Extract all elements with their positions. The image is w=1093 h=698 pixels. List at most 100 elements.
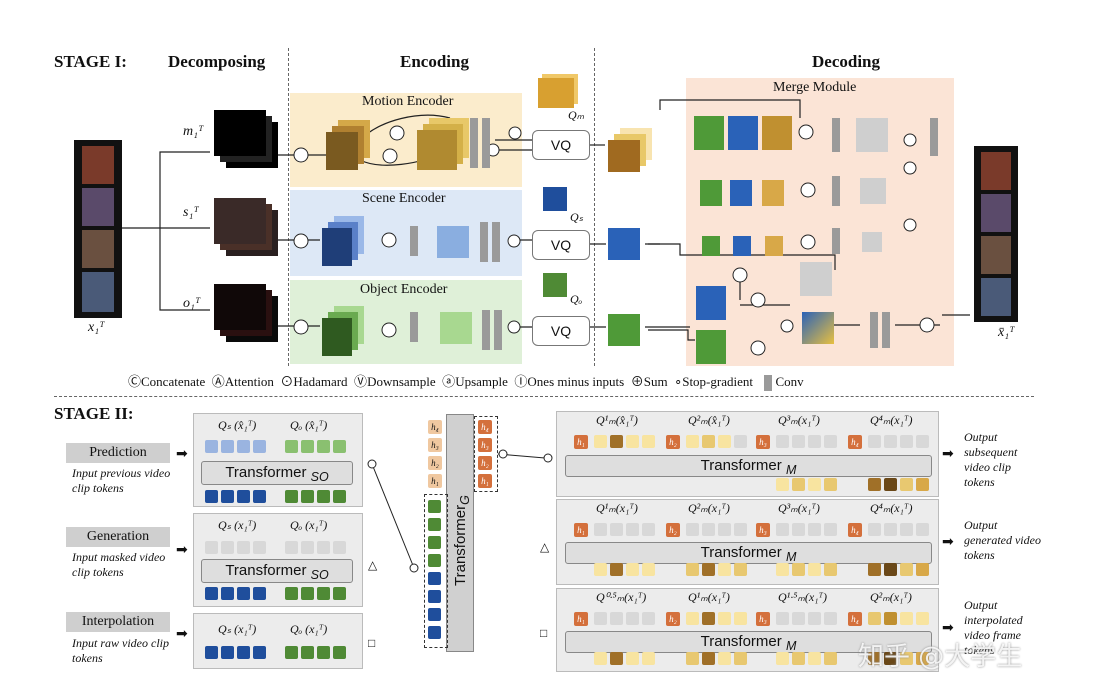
legend-conv: Conv — [775, 374, 804, 389]
transformer-m-1: Transformer M — [565, 455, 932, 477]
stage1-title: STAGE I: — [54, 52, 127, 71]
square-marker-icon: □ — [368, 636, 376, 650]
motion-token — [900, 612, 913, 625]
output-motion-token — [900, 478, 913, 491]
decomposing-title: Decomposing — [168, 52, 266, 71]
transformer-m-label: Transformer — [700, 544, 782, 561]
scene-token — [221, 541, 234, 554]
sum-icon: ⊕ — [627, 374, 644, 389]
h-token: h₄ — [848, 523, 862, 537]
prediction-desc: Input previous video clip tokens — [72, 466, 171, 495]
output-motion-token — [884, 652, 897, 665]
object-tokens — [608, 314, 640, 346]
motion-token — [642, 523, 655, 536]
transformer-so-label: Transformer — [225, 464, 307, 481]
output-motion-token — [868, 478, 881, 491]
transformer-m-sub: M — [785, 550, 797, 564]
scene-token — [205, 646, 218, 659]
output-motion-token — [868, 563, 881, 576]
motion-token — [900, 523, 913, 536]
g-input-token — [428, 626, 441, 639]
conv-block — [480, 222, 488, 262]
legend: ⒸConcatenate ⒶAttention ⊙Hadamard ⓋDowns… — [128, 371, 804, 392]
output-motion-token — [868, 652, 881, 665]
legend-hadamard: Hadamard — [293, 374, 348, 389]
generation-label: Generation — [66, 527, 170, 547]
scene-token — [205, 440, 218, 453]
transformer-so-1: Transformer SO — [201, 461, 353, 485]
motion-token — [808, 523, 821, 536]
object-token — [333, 541, 346, 554]
watermark: 知乎 @大学生 — [858, 642, 1023, 672]
motion-token — [792, 523, 805, 536]
motion-codebook — [538, 78, 574, 108]
motion-token — [776, 612, 789, 625]
conv-block — [482, 310, 490, 350]
output-prediction: Output subsequent video clip tokens — [964, 430, 1018, 489]
object-token — [317, 587, 330, 600]
scene-token — [237, 646, 250, 659]
motion-token — [808, 435, 821, 448]
output-motion-token — [718, 652, 731, 665]
generation-qs: Qₛ (x₁ᵀ) — [218, 518, 257, 532]
motion-token — [610, 435, 623, 448]
qm-label: Qₘ — [568, 108, 585, 122]
interpolation-panel — [193, 613, 363, 669]
qm-group-label: Q²ₘ(x₁ᵀ) — [870, 590, 912, 604]
motion-token — [642, 612, 655, 625]
output-film-strip — [974, 146, 1018, 322]
merge-object-feat — [694, 116, 724, 150]
g-input-tokens — [424, 494, 448, 648]
qm-group-label: Q⁴ₘ(x₁ᵀ) — [870, 413, 913, 427]
scene-label: s₁ᵀ — [183, 205, 199, 220]
conv-block — [930, 118, 938, 156]
square-marker-icon: □ — [540, 626, 548, 640]
scene-token — [253, 440, 266, 453]
stage1-connectors — [122, 99, 970, 356]
qm-group-label: Q³ₘ(x₁ᵀ) — [778, 413, 820, 427]
object-token — [301, 646, 314, 659]
stop-gradient-icon: ∘ — [670, 374, 683, 389]
g-input-token — [428, 554, 441, 567]
scene-token — [253, 587, 266, 600]
object-token — [301, 490, 314, 503]
output-motion-token — [734, 652, 747, 665]
h-token: h₃ — [756, 612, 770, 626]
merge-feat-gray — [860, 178, 886, 204]
output-motion-token — [594, 652, 607, 665]
motion-token — [868, 435, 881, 448]
arrow-right-icon: ➡ — [176, 627, 188, 642]
qm-group-label: Q²ₘ(x̂₁ᵀ) — [688, 413, 730, 427]
output-motion-token — [686, 652, 699, 665]
output-motion-token — [916, 563, 929, 576]
arrow-right-icon: ➡ — [942, 535, 954, 550]
output-motion-token — [686, 563, 699, 576]
output-motion-token — [718, 563, 731, 576]
stage-divider — [54, 396, 1034, 397]
transformer-m-3: Transformer M — [565, 631, 932, 653]
motion-token — [626, 612, 639, 625]
qm-group-label: Q⁴ₘ(x₁ᵀ) — [870, 501, 913, 515]
object-token — [317, 440, 330, 453]
output-motion-token — [626, 652, 639, 665]
motion-token — [718, 523, 731, 536]
motion-token — [808, 612, 821, 625]
h-token: h₄ — [848, 435, 862, 449]
h-token-in: h₄ — [428, 420, 442, 434]
transformer-so-sub: SO — [310, 470, 329, 484]
legend-downsample: Downsample — [367, 374, 436, 389]
decoding-title: Decoding — [812, 52, 880, 71]
object-codebook — [542, 272, 568, 298]
h-token: h₄ — [848, 612, 862, 626]
prediction-qs: Qₛ (x̂₁ᵀ) — [218, 418, 257, 432]
h-token-out: h₂ — [478, 456, 492, 470]
h-token: h₂ — [666, 435, 680, 449]
output-motion-token — [824, 478, 837, 491]
output-motion-token — [808, 652, 821, 665]
motion-token — [686, 435, 699, 448]
h-token-out: h₁ — [478, 474, 492, 488]
object-encoder-label: Object Encoder — [360, 282, 448, 297]
transformer-m-label: Transformer — [700, 633, 782, 650]
output-motion-token — [734, 563, 747, 576]
motion-token — [718, 612, 731, 625]
